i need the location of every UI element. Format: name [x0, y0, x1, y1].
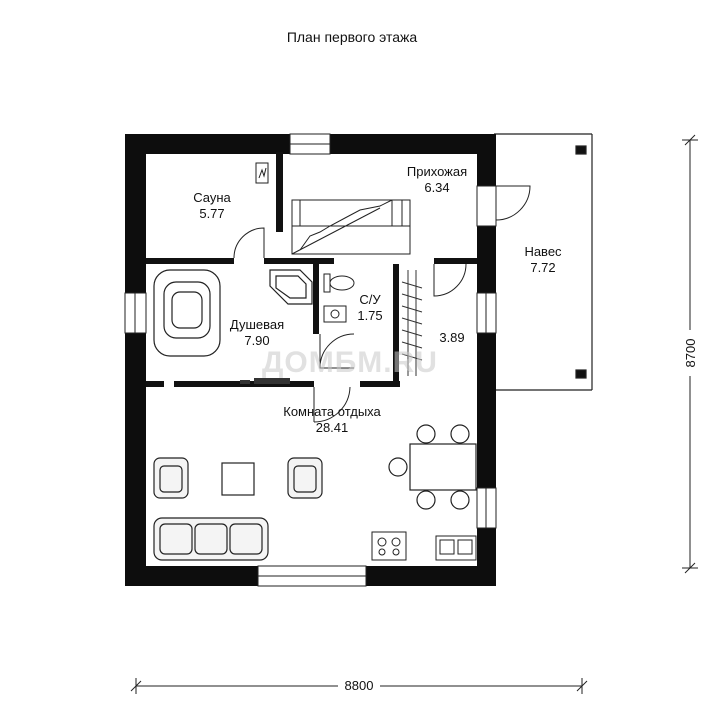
- canopy: [494, 133, 593, 391]
- sauna-heater: [255, 162, 269, 184]
- room-area-wc: 1.75: [357, 308, 382, 323]
- toilet: [323, 273, 355, 293]
- room-area-canopy: 7.72: [530, 260, 555, 275]
- storage-shelves: [401, 270, 423, 376]
- sofa: [153, 517, 269, 561]
- jacuzzi-tub: [153, 269, 221, 357]
- room-area-lounge: 28.41: [316, 420, 349, 435]
- wc-sink: [323, 305, 347, 323]
- shower-grate: [240, 378, 290, 384]
- shower-cabin: [269, 269, 313, 305]
- room-labels: Сауна 5.77 Прихожая 6.34 Навес 7.72 С/У …: [193, 164, 562, 435]
- room-area-sauna: 5.77: [199, 206, 224, 221]
- armchairs: [153, 457, 323, 499]
- kitchen-sink: [435, 535, 477, 561]
- watermark: ДОМБМ.RU: [262, 346, 438, 379]
- room-area-shower: 7.90: [244, 333, 269, 348]
- coffee-table: [221, 462, 255, 496]
- room-label-canopy: Навес: [524, 244, 562, 259]
- room-label-lounge: Комната отдыха: [283, 404, 381, 419]
- room-label-shower: Душевая: [230, 317, 284, 332]
- doors: [233, 185, 531, 423]
- dining-chairs: [388, 424, 470, 510]
- room-area-storage: 3.89: [439, 330, 464, 345]
- kitchen-stove: [371, 531, 407, 561]
- room-label-wc: С/У: [359, 292, 381, 307]
- dining-table: [409, 443, 477, 491]
- room-label-sauna: Сауна: [193, 190, 231, 205]
- staircase: [291, 199, 411, 255]
- wall-openings: [124, 133, 497, 587]
- dimension-height-label: 8700: [683, 339, 698, 368]
- dimension-width-label: 8800: [345, 678, 374, 693]
- room-area-hall: 6.34: [424, 180, 449, 195]
- room-label-hall: Прихожая: [407, 164, 467, 179]
- plan-title: План первого этажа: [287, 29, 418, 45]
